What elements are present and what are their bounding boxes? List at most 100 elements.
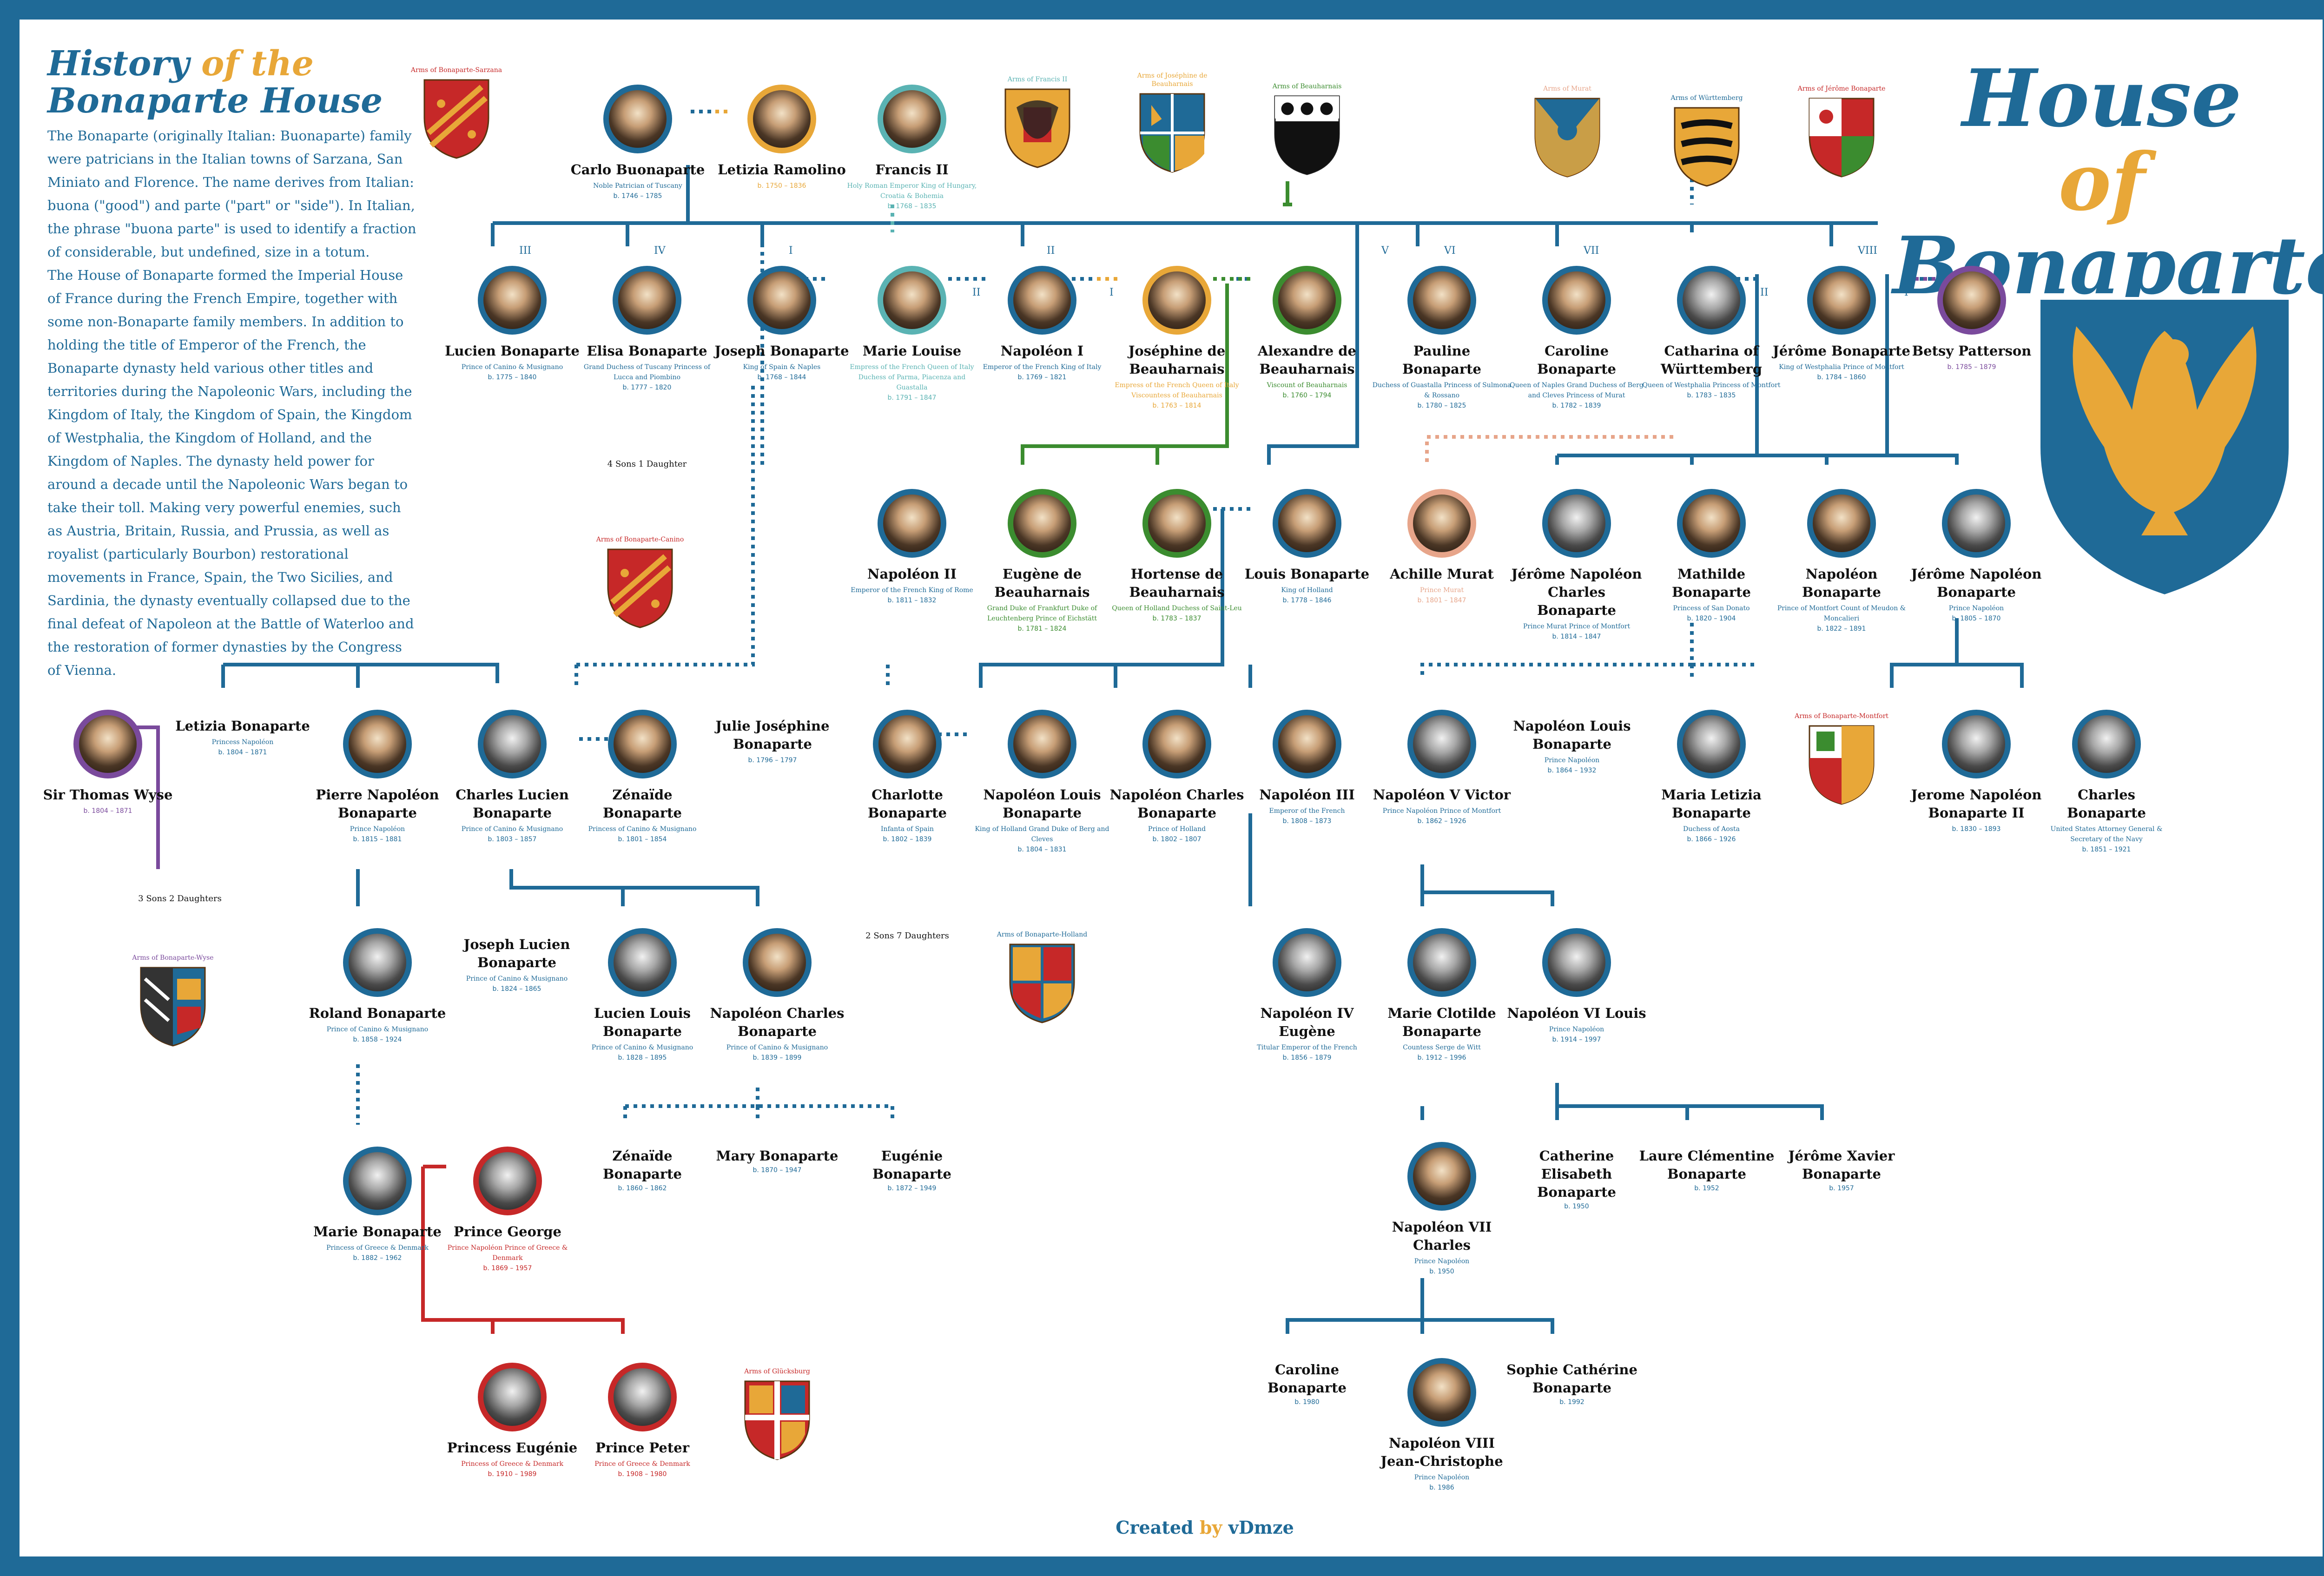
arms-label: Arms of Bonaparte-Wyse	[132, 954, 214, 962]
person-name: Pauline Bonaparte	[1402, 343, 1481, 377]
portrait-icon	[873, 710, 942, 778]
credit-line: Created by vDmze	[1065, 1517, 1344, 1538]
person-title: Prince Napoléon	[1549, 1026, 1604, 1033]
person-name: Sir Thomas Wyse	[43, 787, 173, 803]
person-dates: b. 1750 – 1836	[757, 182, 806, 190]
person-title: Prince of Greece & Denmark	[594, 1460, 690, 1468]
person-title: Holy Roman Emperor King of Hungary, Croa…	[847, 182, 977, 200]
person-dates: b. 1866 – 1926	[1687, 836, 1736, 843]
person-title: Prince Napoléon	[1948, 605, 2004, 612]
imperial-eagle-shield	[2038, 297, 2291, 598]
portrait-icon	[1942, 710, 2011, 778]
person-name: Louis Bonaparte	[1244, 566, 1370, 582]
numeral: V	[1381, 245, 1389, 257]
person-title: Emperor of the French King of Italy	[983, 363, 1102, 371]
coat-of-arms-icon	[1274, 95, 1340, 175]
person-name: Joséphine de Beauharnais	[1128, 343, 1226, 377]
person-name: Prince Peter	[595, 1440, 689, 1456]
person-dates: b. 1862 – 1926	[1417, 818, 1466, 825]
person-dates: b. 1802 – 1807	[1152, 836, 1202, 843]
numeral: II	[1760, 287, 1769, 298]
arms-glucksburg: Arms of Glücksburg	[726, 1367, 828, 1462]
numeral: II	[1047, 245, 1055, 257]
portrait-icon	[478, 710, 547, 778]
portrait-icon	[1273, 710, 1341, 778]
history-title: History of the Bonaparte House	[47, 45, 383, 119]
tree-connectors	[135, 110, 2024, 1334]
portrait-icon	[478, 266, 547, 335]
history-title-c: Bonaparte House	[47, 81, 383, 121]
person-name: Letizia Bonaparte	[175, 718, 310, 734]
person-title: Infanta of Spain	[881, 825, 934, 833]
person-title: Prince of Canino & Musignano	[591, 1044, 693, 1051]
numeral: III	[519, 245, 532, 257]
person-name: Charles Lucien Bonaparte	[456, 787, 569, 821]
portrait-icon	[1942, 489, 2011, 558]
person-title: Queen of Holland Duchess of Saint-Leu	[1112, 605, 1242, 612]
person-title: Princess of Canino & Musignano	[588, 825, 697, 833]
person-dates: b. 1828 – 1895	[618, 1054, 667, 1062]
person-name: Napoléon I	[1000, 343, 1084, 359]
credit-author: vDmze	[1228, 1517, 1294, 1538]
arms-label: Arms of Bonaparte-Holland	[997, 931, 1088, 938]
person-dates: b. 1860 – 1862	[618, 1185, 667, 1192]
coat-of-arms-icon	[607, 548, 673, 628]
person-title: Countess Serge de Witt	[1403, 1044, 1481, 1051]
portrait-icon	[1142, 489, 1211, 558]
children-note: 3 Sons 2 Daughters	[138, 894, 222, 903]
person-name: Alexandre de Beauharnais	[1258, 343, 1356, 377]
person-title: Empress of the French Queen of Italy Vis…	[1115, 382, 1239, 399]
numeral: I	[789, 245, 793, 257]
person-name: Marie Clotilde Bonaparte	[1387, 1005, 1496, 1039]
person-name: Julie Joséphine Bonaparte	[715, 718, 830, 752]
portrait-icon	[473, 1147, 542, 1215]
person-title: Grand Duchess of Tuscany Princess of Luc…	[583, 363, 711, 381]
person-dates: b. 1992	[1559, 1398, 1585, 1406]
coat-of-arms-icon	[140, 967, 206, 1047]
person-dates: b. 1822 – 1891	[1817, 625, 1866, 633]
person-title: King of Holland	[1281, 587, 1333, 594]
person-title: United States Attorney General & Secreta…	[2050, 825, 2163, 843]
portrait-icon	[747, 85, 816, 153]
portrait-icon	[603, 85, 672, 153]
arms-label: Arms of Glücksburg	[744, 1368, 810, 1375]
person-dates: b. 1912 – 1996	[1417, 1054, 1466, 1062]
person-name: Francis II	[875, 162, 949, 178]
person-dates: b. 1811 – 1832	[887, 597, 937, 604]
person-dates: b. 1869 – 1957	[483, 1265, 532, 1272]
person-dates: b. 1808 – 1873	[1282, 818, 1332, 825]
person-dates: b. 1820 – 1904	[1687, 615, 1736, 622]
arms-murat: Arms of Murat	[1516, 85, 1618, 179]
person-title: Prince Napoléon	[1414, 1258, 1470, 1265]
person-dates: b. 1815 – 1881	[353, 836, 402, 843]
portrait-icon	[1008, 489, 1076, 558]
portrait-icon	[1008, 266, 1076, 335]
person-name: Prince George	[454, 1224, 561, 1240]
arms-bonaparte-montfort: Arms of Bonaparte-Montfort	[1790, 712, 1893, 807]
person-title: Prince of Montfort Count of Meudon & Mon…	[1777, 605, 1906, 622]
portrait-icon	[1677, 489, 1746, 558]
person-title: King of Spain & Naples	[743, 363, 821, 371]
person-title: Duchess of Guastalla Princess of Sulmona…	[1372, 382, 1512, 399]
portrait-icon	[1142, 266, 1211, 335]
arms-label: Arms of Francis II	[1007, 76, 1068, 83]
person-name: Mathilde Bonaparte	[1672, 566, 1751, 600]
person-title: Grand Duke of Frankfurt Duke of Leuchten…	[987, 605, 1097, 622]
person-name: Zénaïde Bonaparte	[603, 1148, 682, 1182]
person-name: Letizia Ramolino	[718, 162, 846, 178]
person-name: Pierre Napoléon Bonaparte	[316, 787, 439, 821]
